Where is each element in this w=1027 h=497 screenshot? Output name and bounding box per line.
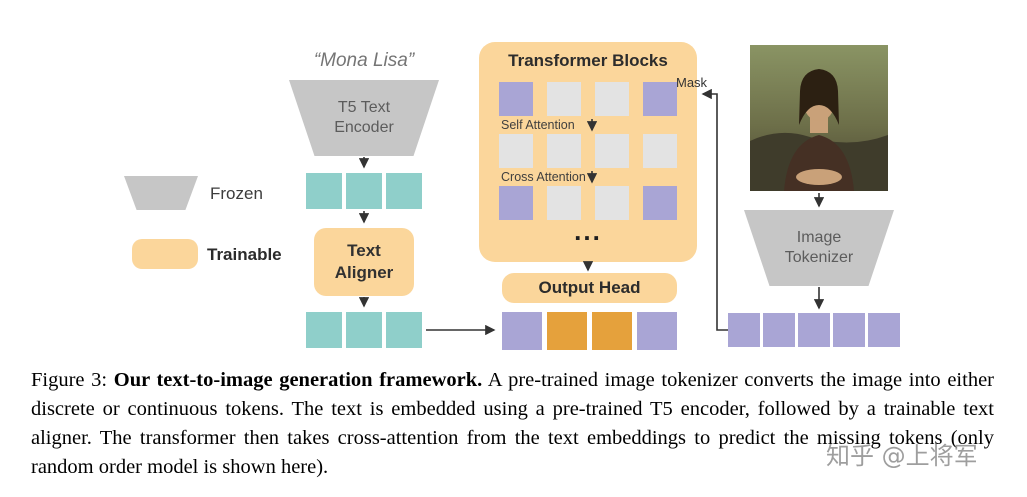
gray-token bbox=[547, 134, 581, 168]
legend-trainable-label: Trainable bbox=[207, 245, 282, 264]
legend-frozen-label: Frozen bbox=[210, 184, 263, 203]
text-aligner-label-line2: Aligner bbox=[334, 263, 394, 282]
image-tokenizer-label-line1: Image bbox=[796, 229, 842, 246]
mask-label: Mask bbox=[676, 75, 708, 90]
purple-token bbox=[499, 82, 533, 116]
text-token-row-top bbox=[306, 173, 422, 209]
prompt-text: “Mona Lisa” bbox=[313, 50, 415, 71]
teal-token bbox=[386, 312, 422, 348]
t5-encoder-label-line2: Encoder bbox=[334, 119, 394, 136]
legend-frozen-shape bbox=[124, 176, 198, 210]
purple-token bbox=[502, 312, 542, 350]
image-tokenizer-trapezoid: Image Tokenizer bbox=[744, 210, 894, 286]
gray-token bbox=[595, 134, 629, 168]
teal-token bbox=[346, 312, 382, 348]
purple-token bbox=[499, 186, 533, 220]
figure-caption: Figure 3: Our text-to-image generation f… bbox=[31, 366, 994, 482]
purple-token bbox=[868, 313, 900, 347]
watermark: 知乎 @上将军 bbox=[826, 442, 978, 470]
purple-token bbox=[637, 312, 677, 350]
t5-encoder-label-line1: T5 Text bbox=[337, 99, 391, 116]
t5-encoder-trapezoid: T5 Text Encoder bbox=[289, 80, 439, 156]
orange-token bbox=[547, 312, 587, 350]
caption-title: Our text-to-image generation framework. bbox=[113, 369, 483, 391]
mona-hair bbox=[799, 69, 839, 125]
gray-token bbox=[595, 186, 629, 220]
purple-token bbox=[643, 82, 677, 116]
teal-token bbox=[306, 173, 342, 209]
arrow-mask-connector bbox=[701, 88, 728, 331]
teal-token bbox=[306, 312, 342, 348]
output-head-box: Output Head bbox=[502, 273, 677, 303]
text-token-row-bottom bbox=[306, 312, 422, 348]
image-tokenizer-label-line2: Tokenizer bbox=[784, 249, 854, 266]
gray-token bbox=[499, 134, 533, 168]
orange-token bbox=[592, 312, 632, 350]
purple-token bbox=[643, 186, 677, 220]
output-token-row bbox=[502, 312, 677, 350]
self-attention-label: Self Attention bbox=[501, 118, 575, 132]
teal-token bbox=[386, 173, 422, 209]
gray-token bbox=[547, 186, 581, 220]
cross-attention-label: Cross Attention bbox=[501, 170, 586, 184]
purple-token bbox=[798, 313, 830, 347]
purple-token bbox=[763, 313, 795, 347]
caption-figure-label: Figure 3: bbox=[31, 369, 108, 391]
text-aligner-box: Text Aligner bbox=[314, 228, 414, 296]
teal-token bbox=[346, 173, 382, 209]
transformer-token-row-2 bbox=[499, 134, 677, 168]
transformer-blocks-title: Transformer Blocks bbox=[508, 51, 668, 70]
mona-hands bbox=[796, 169, 842, 185]
transformer-ellipsis: ... bbox=[574, 216, 602, 246]
purple-token bbox=[728, 313, 760, 347]
transformer-token-row-1 bbox=[499, 82, 677, 116]
gray-token bbox=[547, 82, 581, 116]
mona-lisa-image bbox=[750, 45, 888, 191]
text-aligner-label-line1: Text bbox=[347, 240, 381, 260]
purple-token bbox=[833, 313, 865, 347]
gray-token bbox=[595, 82, 629, 116]
gray-token bbox=[643, 134, 677, 168]
caption-body: A pre-trained image tokenizer converts t… bbox=[31, 369, 994, 478]
transformer-token-row-3 bbox=[499, 186, 677, 220]
image-token-row bbox=[728, 313, 900, 347]
legend-trainable-shape bbox=[132, 239, 198, 269]
